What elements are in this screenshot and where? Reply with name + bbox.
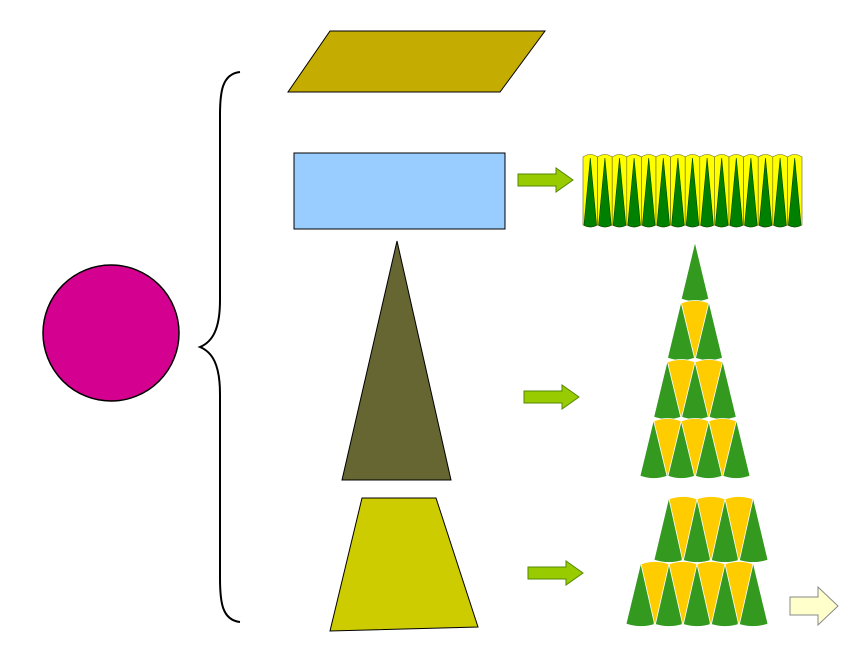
sector-down xyxy=(724,496,754,563)
strip-sector xyxy=(642,157,656,228)
strip-sector xyxy=(627,157,641,228)
parallelogram-shape xyxy=(287,30,546,93)
strip-sector xyxy=(773,157,787,228)
circle-shape xyxy=(42,264,180,402)
strip-sector xyxy=(729,157,743,228)
next-arrow-icon[interactable] xyxy=(789,585,839,627)
sector-triangle xyxy=(639,241,751,479)
strip-sector xyxy=(744,157,758,228)
strip-sector xyxy=(612,157,627,228)
sector-down xyxy=(680,300,710,361)
sector-trapezoid xyxy=(625,496,769,627)
sector-down xyxy=(708,418,737,479)
curly-brace-icon xyxy=(197,71,241,623)
sector-strip xyxy=(582,154,803,228)
strip-sector xyxy=(715,157,729,228)
rectangle-shape xyxy=(293,152,506,230)
sector-up xyxy=(737,561,769,627)
sector-down xyxy=(694,359,723,420)
strip-sector xyxy=(598,157,612,228)
strip-sector xyxy=(656,157,670,228)
triangle-shape xyxy=(341,240,452,481)
strip-sector xyxy=(700,157,714,228)
strip-sector xyxy=(788,157,802,228)
strip-sector xyxy=(583,157,597,228)
arrow-right-icon xyxy=(527,560,584,586)
trapezoid-shape xyxy=(329,497,479,632)
sector-down xyxy=(724,561,754,627)
strip-sector xyxy=(685,157,700,228)
arrow-right-icon xyxy=(517,167,574,193)
strip-sector xyxy=(758,157,773,228)
strip-sector xyxy=(671,157,685,228)
arrow-right-icon xyxy=(523,384,580,410)
sector-up xyxy=(680,241,710,302)
